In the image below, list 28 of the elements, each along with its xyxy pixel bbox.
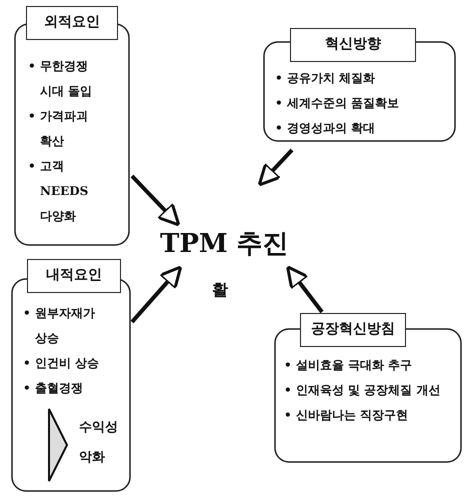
bullet-item: • 공유가치 체질화: [275, 70, 376, 87]
rounded-panel: [11, 257, 131, 492]
center-title: TPM 추진: [160, 226, 289, 261]
bullet-item: • 원부자재가 상승: [23, 305, 96, 347]
bullet-item: • 인재육성 및 공장체질 개선: [284, 382, 442, 399]
panel-heading: 외적요인: [26, 6, 118, 40]
bullet-item: • 인건비 상승: [23, 355, 100, 372]
block-arrow: [130, 174, 180, 226]
bullet-item: • 세계수준의 품질확보: [275, 95, 400, 112]
bullet-item: • 출혈경쟁: [23, 380, 84, 397]
bullet-item: • 신바람나는 직장구현: [284, 407, 410, 424]
block-arrow: [258, 148, 294, 186]
panel-heading: 공장혁신방침: [300, 313, 406, 347]
rounded-panel: [14, 4, 130, 246]
bullet-item: • 고객 NEEDS 다양화: [28, 158, 90, 225]
rounded-panel: [263, 26, 456, 142]
panel-heading: 내적요인: [27, 259, 121, 293]
bullet-item: • 가격파괴 확산: [28, 108, 89, 150]
bullet-item: • 설비효율 극대화 추구: [284, 357, 414, 374]
triangle-shape: [47, 407, 69, 483]
triangle-caption: 수익성 악화: [79, 419, 119, 467]
bullet-item: • 무한경쟁 시대 돌입: [28, 58, 94, 100]
block-arrow: [286, 265, 324, 314]
panel-heading: 혁신방향: [290, 28, 416, 62]
bullet-item: • 경영성과의 확대: [275, 120, 376, 137]
note-text: 활: [212, 280, 228, 301]
rounded-panel: [274, 311, 462, 463]
block-arrow: [130, 266, 182, 324]
